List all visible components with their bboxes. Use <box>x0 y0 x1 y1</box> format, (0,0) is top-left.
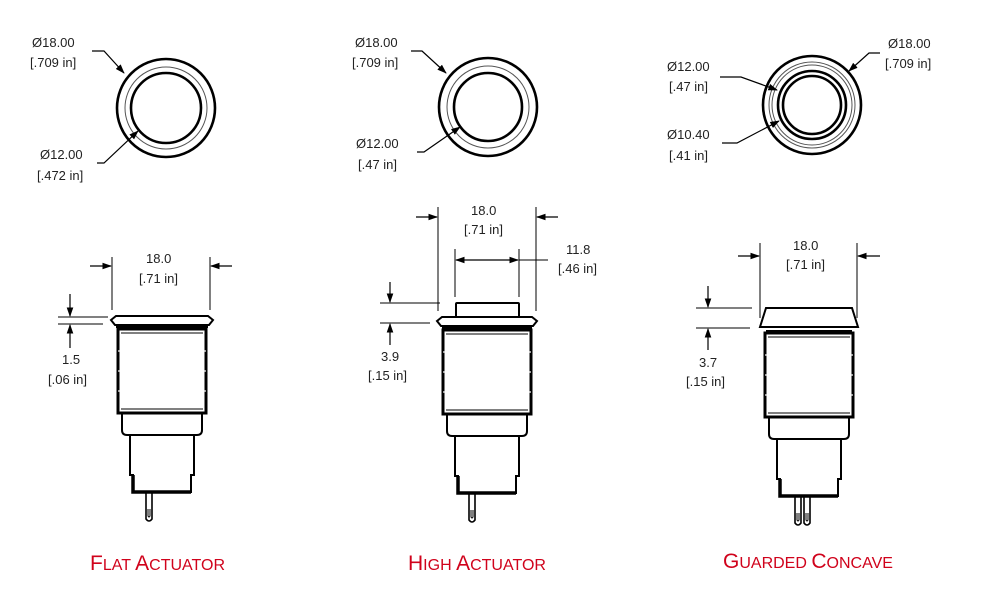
flat-width-inch: [.71 in] <box>139 271 178 286</box>
high-inner-diameter: Ø12.00 <box>356 136 399 151</box>
high-width: 18.0 <box>471 203 496 218</box>
flat-outer-diameter-inch: [.709 in] <box>30 55 76 70</box>
guarded-height: 3.7 <box>699 355 717 370</box>
guarded-inner-diameter: Ø10.40 <box>667 127 710 142</box>
flat-inner-diameter: Ø12.00 <box>40 147 83 162</box>
guarded-middle-diameter-inch: [.47 in] <box>669 79 708 94</box>
guarded-width-inch: [.71 in] <box>786 257 825 272</box>
high-inner-diameter-inch: [.47 in] <box>358 157 397 172</box>
guarded-outer-diameter: Ø18.00 <box>888 36 931 51</box>
guarded-side-view: 18.0 [.71 in] 3.7 [.15 in] <box>686 238 880 526</box>
high-height: 3.9 <box>381 349 399 364</box>
guarded-height-inch: [.15 in] <box>686 374 725 389</box>
high-width-inch: [.71 in] <box>464 222 503 237</box>
flat-top-view: Ø18.00 [.709 in] Ø12.00 [.472 in] <box>30 35 217 183</box>
high-top-view: Ø18.00 [.709 in] Ø12.00 [.47 in] <box>352 35 539 172</box>
high-outer-diameter-inch: [.709 in] <box>352 55 398 70</box>
guarded-middle-diameter: Ø12.00 <box>667 59 710 74</box>
flat-outer-diameter: Ø18.00 <box>32 35 75 50</box>
high-actuator-width-inch: [.46 in] <box>558 261 597 276</box>
high-height-inch: [.15 in] <box>368 368 407 383</box>
flat-inner-diameter-inch: [.472 in] <box>37 168 83 183</box>
flat-height: 1.5 <box>62 352 80 367</box>
guarded-outer-diameter-inch: [.709 in] <box>885 56 931 71</box>
guarded-top-view: Ø18.00 [.709 in] Ø12.00 [.47 in] Ø10.40 … <box>667 36 931 163</box>
guarded-width: 18.0 <box>793 238 818 253</box>
flat-width: 18.0 <box>146 251 171 266</box>
guarded-inner-diameter-inch: [.41 in] <box>669 148 708 163</box>
flat-height-inch: [.06 in] <box>48 372 87 387</box>
high-side-view: 18.0 [.71 in] 11.8 [.46 in] 3.9 [.15 in] <box>368 203 597 523</box>
caption-flat-actuator: FLAT ACTUATOR <box>90 552 225 575</box>
high-outer-diameter: Ø18.00 <box>355 35 398 50</box>
caption-high-actuator: HIGH ACTUATOR <box>408 552 546 575</box>
high-actuator-width: 11.8 <box>566 242 590 257</box>
caption-guarded-concave: GUARDED CONCAVE <box>723 550 893 573</box>
flat-side-view: 18.0 [.71 in] 1.5 [.06 in] <box>48 251 232 522</box>
